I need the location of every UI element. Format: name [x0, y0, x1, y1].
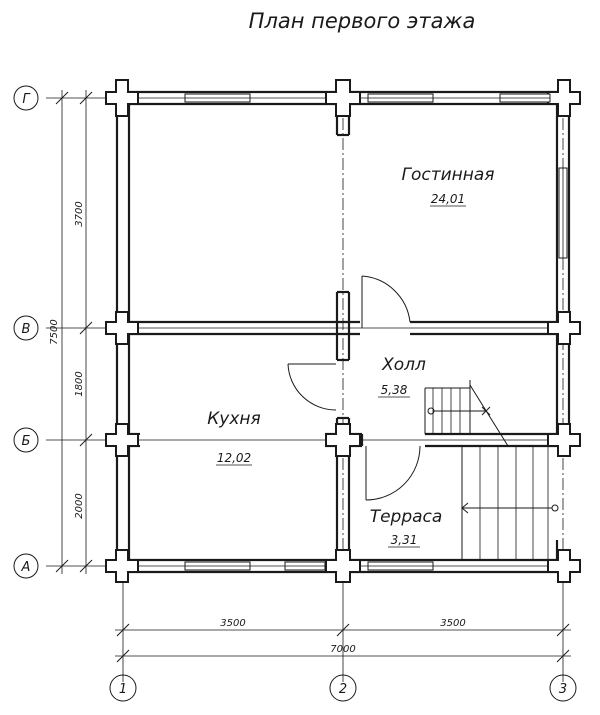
axis-bubble-g [13, 85, 39, 111]
axis-bubble-2 [329, 674, 357, 702]
room-labels: Гостинная 24,01 Холл 5,38 Кухня 12,02 Те… [207, 165, 495, 548]
windows [184, 93, 568, 571]
dim-3500-left: 3500 [220, 618, 245, 629]
dim-1800: 1800 [74, 371, 85, 396]
axis-label-b: Б [22, 434, 31, 449]
room-area-hall: 5,38 [381, 383, 408, 397]
room-area-terrace: 3,31 [391, 533, 418, 547]
dim-7500: 7500 [49, 319, 60, 344]
axis-bubble-3 [549, 674, 577, 702]
room-area-living: 24,01 [431, 192, 465, 206]
dim-7000: 7000 [330, 644, 355, 655]
dim-2000: 2000 [74, 493, 85, 518]
axis-bubble-1 [109, 674, 137, 702]
room-name-hall: Холл [381, 355, 426, 375]
axis-label-g: Г [22, 92, 31, 107]
axis-bubble-b [13, 427, 39, 453]
log-corners [105, 79, 581, 583]
room-area-kitchen: 12,02 [217, 451, 251, 465]
axis-label-a: А [21, 560, 31, 575]
room-name-kitchen: Кухня [207, 409, 261, 429]
axis-label-2: 2 [339, 682, 347, 697]
plan-title: План первого этажа [249, 9, 476, 33]
dim-3700: 3700 [74, 201, 85, 226]
axis-bubble-v [13, 315, 39, 341]
axis-label-3: 3 [559, 682, 567, 697]
row-axis-markers: Г В Б А [13, 85, 39, 579]
horizontal-dimensions: 3500 3500 7000 [115, 618, 571, 663]
stairs [424, 380, 559, 560]
room-name-living: Гостинная [401, 165, 494, 185]
room-name-terrace: Терраса [370, 507, 443, 527]
dim-3500-right: 3500 [440, 618, 465, 629]
vertical-dimensions: 3700 1800 2000 7500 [49, 90, 93, 574]
col-axis-markers: 1 2 3 [109, 674, 577, 702]
axis-bubble-a [13, 553, 39, 579]
axis-lines [46, 97, 564, 682]
doors [287, 275, 421, 501]
axis-label-1: 1 [119, 682, 127, 697]
axis-label-v: В [22, 322, 31, 337]
